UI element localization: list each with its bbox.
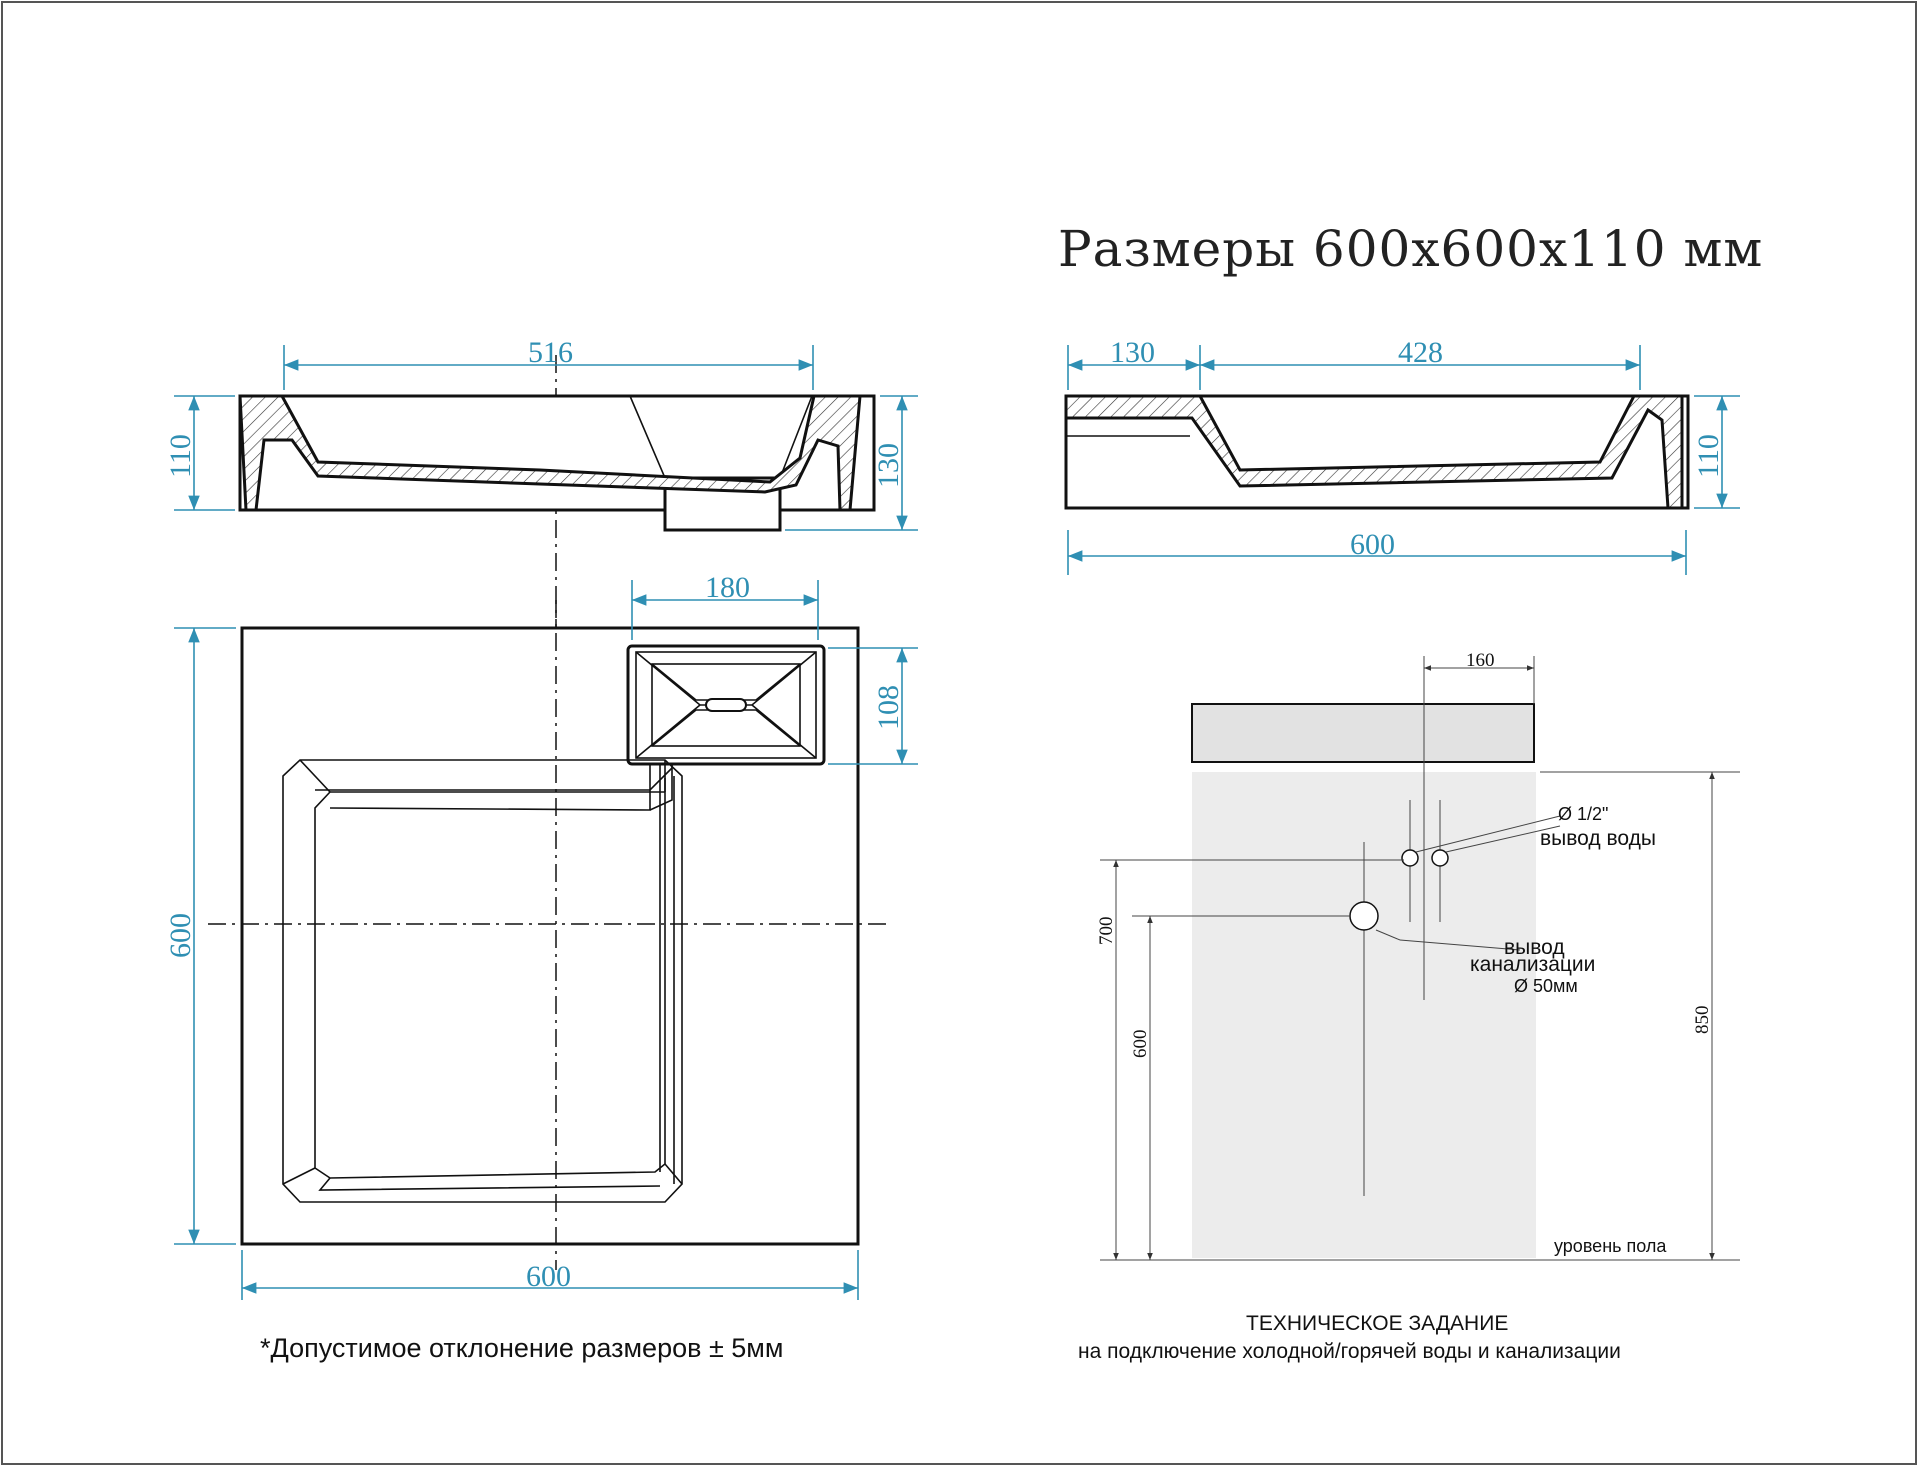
drain-label-line2: канализации — [1470, 953, 1595, 976]
drain-label-line1: вывод — [1504, 936, 1565, 959]
drawing-title: Размеры 600х600х110 мм — [1058, 220, 1763, 278]
side-view-left: 516 110 130 — [164, 336, 918, 1020]
dim-160: 160 — [1466, 650, 1495, 671]
dim-600-tech: 600 — [1130, 1030, 1151, 1059]
side-view-right: 130 428 110 600 — [1064, 336, 1740, 575]
water-pipe-diameter: Ø 1/2" — [1558, 804, 1608, 824]
dim-700: 700 — [1096, 917, 1117, 946]
drain-diameter: Ø 50мм — [1514, 976, 1578, 996]
dim-600-horizontal: 600 — [526, 1260, 571, 1293]
dim-516: 516 — [528, 336, 573, 369]
top-view: 180 108 600 600 — [164, 571, 918, 1300]
dim-130-right: 130 — [872, 443, 905, 488]
dim-180: 180 — [705, 571, 750, 604]
dim-850: 850 — [1692, 1006, 1713, 1035]
dim-108: 108 — [872, 685, 905, 730]
tech-heading: ТЕХНИЧЕСКОЕ ЗАДАНИЕ — [1246, 1312, 1508, 1335]
water-outlet-label: вывод воды — [1540, 827, 1656, 850]
dim-110-right: 110 — [1692, 434, 1725, 478]
dim-600-vertical: 600 — [164, 913, 197, 958]
countertop — [1191, 703, 1535, 763]
dim-428: 428 — [1398, 336, 1443, 369]
floor-label: уровень пола — [1554, 1236, 1667, 1256]
tolerance-note: *Допустимое отклонение размеров ± 5мм — [260, 1333, 783, 1363]
tech-spec: 160 Ø 1/2" вывод воды вывод канализации … — [1078, 650, 1740, 1363]
dim-600-side: 600 — [1350, 528, 1395, 561]
tech-subheading: на подключение холодной/горячей воды и к… — [1078, 1340, 1621, 1363]
dim-110-left: 110 — [164, 434, 197, 478]
dim-130-top: 130 — [1110, 336, 1155, 369]
